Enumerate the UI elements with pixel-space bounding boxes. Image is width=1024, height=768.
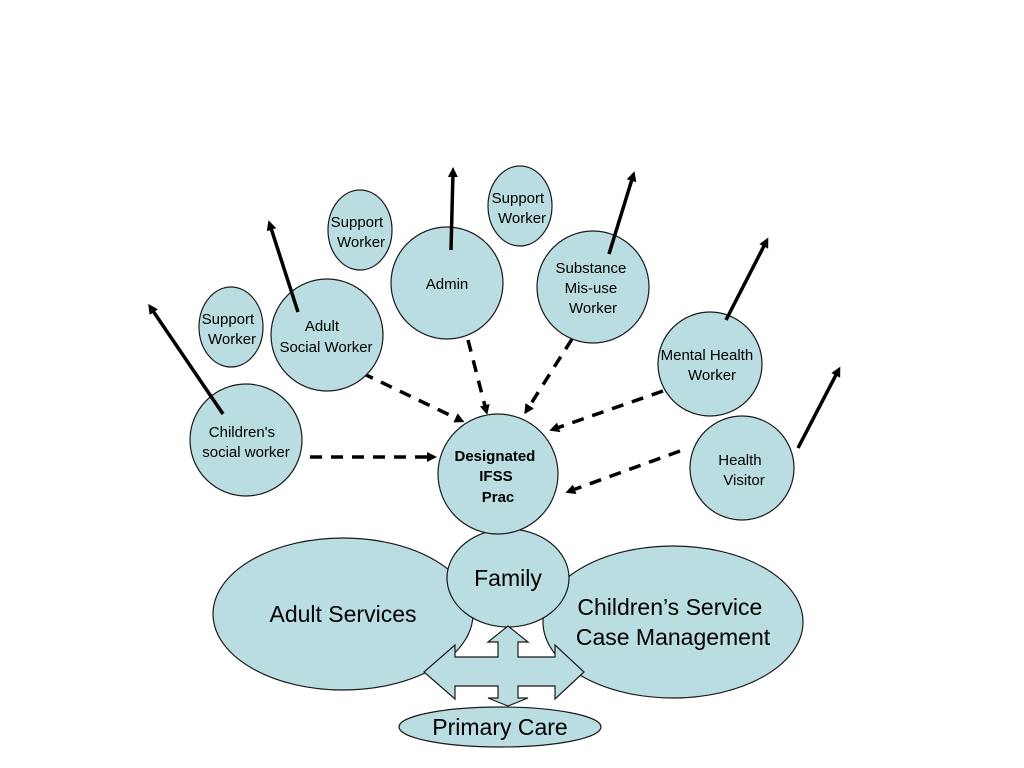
designated-ifss-prac-node bbox=[437, 413, 559, 535]
childrens-service-label: Children’s Service Case Management bbox=[576, 594, 771, 650]
support-worker-left-label: Support Worker bbox=[202, 311, 259, 348]
dashed-arrow-admin bbox=[466, 339, 490, 415]
support-worker-left-node bbox=[198, 286, 264, 368]
solid-arrow-mental-health bbox=[724, 237, 769, 321]
designated-ifss-prac-label: Designated IFSS Prac bbox=[454, 448, 539, 506]
adult-social-worker-node bbox=[270, 278, 384, 392]
solid-arrow-health-visitor bbox=[796, 366, 841, 449]
dashed-arrow-adult-sw bbox=[361, 371, 465, 423]
substance-misuse-worker-node bbox=[536, 230, 650, 344]
four-way-arrow-icon bbox=[423, 625, 585, 707]
support-worker-mid-node bbox=[327, 189, 393, 271]
dashed-arrow-substance bbox=[524, 338, 574, 415]
childrens-service-node bbox=[542, 545, 804, 699]
admin-node bbox=[390, 226, 504, 340]
dashed-arrow-health-visitor bbox=[565, 449, 681, 494]
support-worker-right-label: Support Worker bbox=[492, 190, 549, 227]
mental-health-worker-label: Mental Health Worker bbox=[661, 347, 758, 384]
solid-arrow-adult-sw bbox=[266, 220, 300, 313]
dashed-arrow-mental-health bbox=[549, 389, 664, 433]
adult-services-label: Adult Services bbox=[269, 601, 416, 627]
primary-care-node bbox=[398, 706, 602, 748]
support-worker-right-node bbox=[487, 165, 553, 247]
mental-health-worker-node bbox=[657, 311, 763, 417]
childrens-social-worker-node bbox=[189, 383, 303, 497]
health-visitor-node bbox=[689, 415, 795, 521]
solid-arrow-admin bbox=[447, 167, 458, 251]
family-label: Family bbox=[474, 565, 542, 591]
adult-social-worker-label: Adult Social Worker bbox=[279, 318, 372, 356]
solid-arrow-substance bbox=[607, 171, 637, 255]
primary-care-label: Primary Care bbox=[432, 714, 567, 740]
admin-label: Admin bbox=[426, 276, 469, 293]
childrens-social-worker-label: Children's social worker bbox=[202, 424, 290, 461]
solid-arrow-childrens-sw bbox=[148, 303, 225, 415]
health-visitor-label: Health Visitor bbox=[718, 452, 766, 489]
support-worker-mid-label: Support Worker bbox=[331, 214, 388, 251]
substance-misuse-worker-label: Substance Mis-use Worker bbox=[555, 260, 630, 317]
